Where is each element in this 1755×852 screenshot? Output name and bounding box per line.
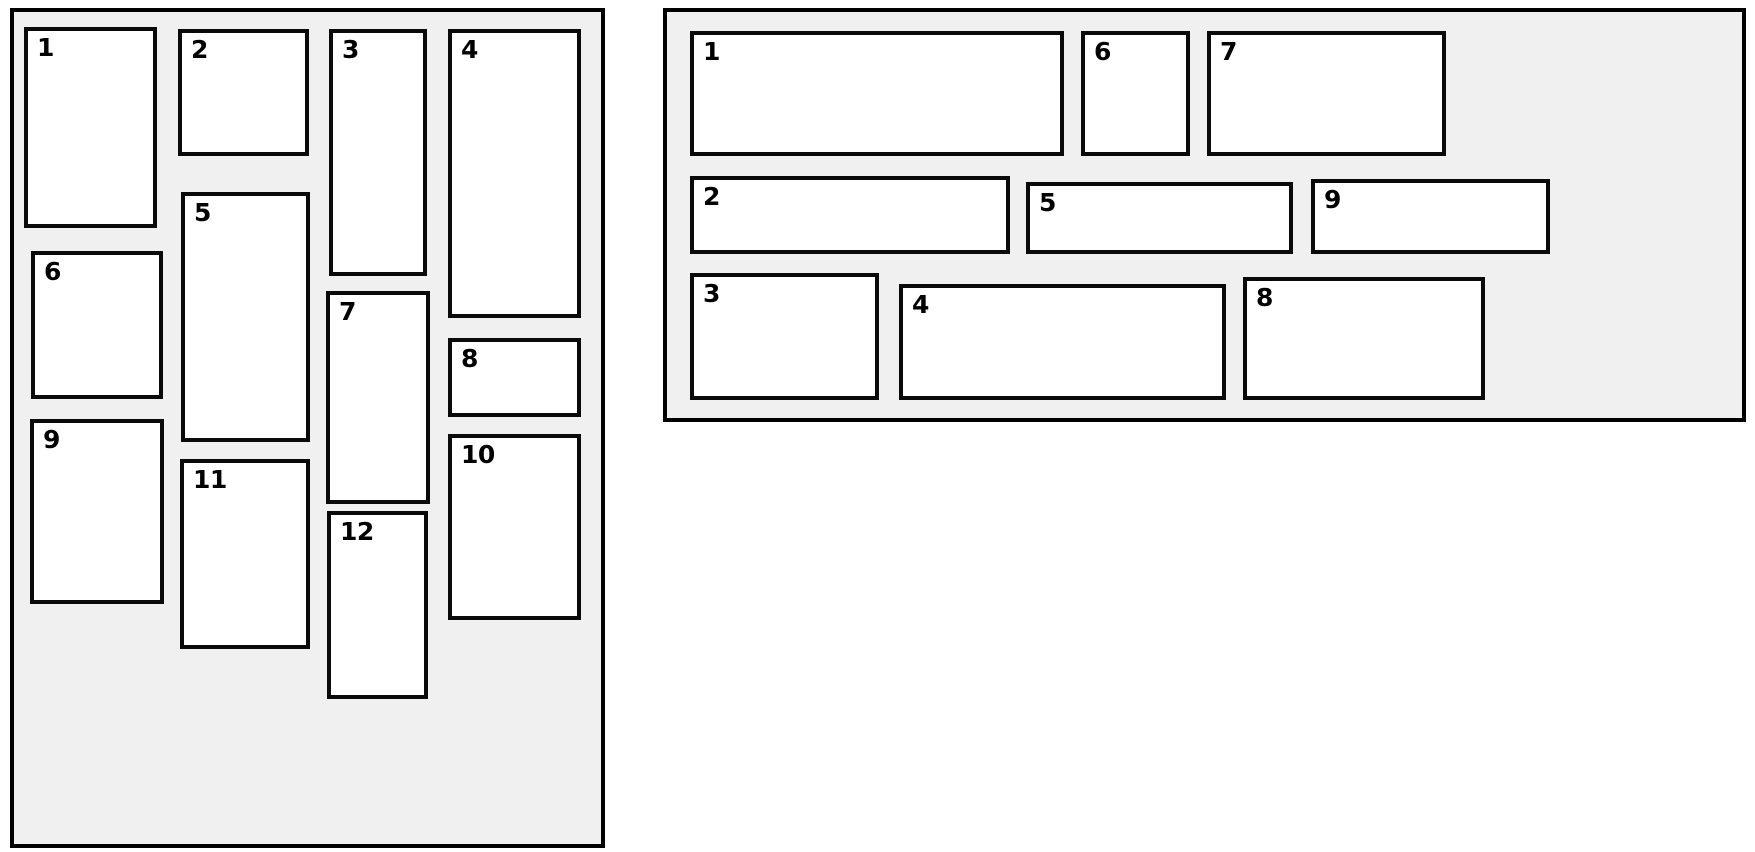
region-order-label: 4 [912, 290, 929, 319]
region-order-label: 11 [193, 465, 227, 494]
region-box[interactable]: 3 [690, 273, 879, 400]
region-order-label: 8 [1256, 283, 1273, 312]
region-order-label: 5 [1039, 188, 1056, 217]
region-box[interactable]: 6 [31, 251, 163, 399]
region-order-label: 9 [43, 425, 60, 454]
region-order-label: 3 [342, 35, 359, 64]
region-box[interactable]: 9 [30, 419, 164, 604]
region-order-label: 10 [461, 440, 495, 469]
region-box[interactable]: 2 [178, 29, 309, 156]
region-order-label: 7 [339, 297, 356, 326]
region-order-label: 3 [703, 279, 720, 308]
region-box[interactable]: 4 [448, 29, 581, 318]
region-box[interactable]: 12 [327, 511, 428, 699]
region-box[interactable]: 3 [329, 29, 427, 276]
region-box[interactable]: 7 [1207, 31, 1446, 156]
region-order-label: 2 [703, 182, 720, 211]
region-order-label: 1 [703, 37, 720, 66]
region-order-label: 9 [1324, 185, 1341, 214]
region-order-label: 6 [44, 257, 61, 286]
region-box[interactable]: 4 [899, 284, 1226, 400]
region-box[interactable]: 5 [1026, 182, 1293, 254]
region-order-label: 4 [461, 35, 478, 64]
right-panel: 1 6 7 2 5 9 3 4 8 [663, 8, 1746, 422]
region-box[interactable]: 7 [326, 291, 430, 504]
region-order-label: 6 [1094, 37, 1111, 66]
region-box[interactable]: 9 [1311, 179, 1550, 254]
region-box[interactable]: 2 [690, 176, 1010, 254]
region-box[interactable]: 1 [690, 31, 1064, 156]
region-box[interactable]: 11 [180, 459, 310, 649]
region-box[interactable]: 8 [448, 338, 581, 417]
region-box[interactable]: 8 [1243, 277, 1485, 400]
region-box[interactable]: 1 [24, 27, 157, 228]
region-order-label: 2 [191, 35, 208, 64]
region-box[interactable]: 10 [448, 434, 581, 620]
region-box[interactable]: 6 [1081, 31, 1190, 156]
region-order-label: 1 [37, 33, 54, 62]
region-box[interactable]: 5 [181, 192, 310, 442]
region-order-label: 7 [1220, 37, 1237, 66]
region-order-label: 5 [194, 198, 211, 227]
region-order-label: 12 [340, 517, 374, 546]
region-order-label: 8 [461, 344, 478, 373]
